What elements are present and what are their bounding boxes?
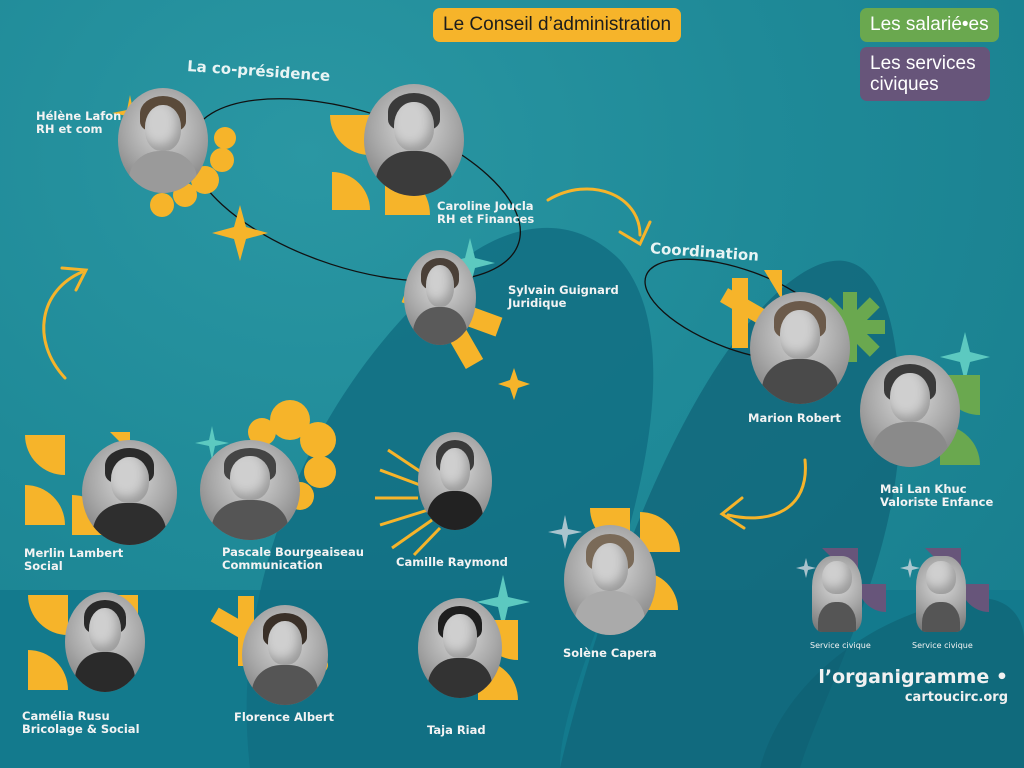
white-sparkles bbox=[548, 515, 920, 578]
board-label: Le Conseil d’administration bbox=[433, 8, 682, 42]
label-pascale: Pascale Bourgeaiseau Communication bbox=[222, 545, 364, 572]
dark-blob-corner bbox=[760, 598, 1024, 768]
label-sylvain: Sylvain Guignard Juridique bbox=[508, 283, 619, 310]
avatar bbox=[364, 84, 464, 196]
avatar bbox=[812, 556, 862, 632]
avatar bbox=[564, 525, 656, 635]
label-helene: Hélène Lafon RH et com bbox=[36, 109, 122, 136]
arrow-to-coordination bbox=[546, 187, 642, 237]
label-civic-2: Service civique bbox=[912, 641, 973, 650]
avatar bbox=[82, 440, 177, 545]
label-taja: Taja Riad bbox=[427, 723, 486, 737]
label-solene: Solène Capera bbox=[563, 646, 657, 660]
label-camille: Camille Raymond bbox=[396, 555, 508, 569]
label-marion: Marion Robert bbox=[748, 411, 841, 425]
label-merlin: Merlin Lambert Social bbox=[24, 546, 124, 573]
avatar bbox=[750, 292, 850, 404]
avatar bbox=[860, 355, 960, 467]
avatar bbox=[916, 556, 966, 632]
avatar bbox=[418, 432, 492, 530]
label-caroline: Caroline Joucla RH et Finances bbox=[437, 199, 535, 226]
label-civic-1: Service civique bbox=[810, 641, 871, 650]
avatar bbox=[200, 440, 300, 540]
avatar bbox=[418, 598, 502, 698]
arrow-to-board bbox=[42, 270, 84, 380]
staff-legend: Les salarié•es bbox=[860, 8, 999, 42]
label-florence: Florence Albert bbox=[234, 710, 335, 724]
civic-legend: Les services civiques bbox=[860, 47, 990, 101]
teal-sparkles bbox=[195, 238, 990, 629]
avatar bbox=[118, 88, 208, 193]
flow-arrows bbox=[42, 187, 807, 530]
avatar bbox=[242, 605, 328, 705]
label-mai: Mai Lan Khuc Valoriste Enfance bbox=[880, 482, 994, 509]
avatar bbox=[404, 250, 476, 345]
arrow-to-team bbox=[726, 458, 807, 520]
brand-title: l’organigramme • bbox=[818, 666, 1008, 688]
avatar bbox=[65, 592, 145, 692]
brand-url[interactable]: cartoucirc.org bbox=[904, 690, 1008, 705]
label-camelia: Camélia Rusu Bricolage & Social bbox=[22, 709, 140, 736]
